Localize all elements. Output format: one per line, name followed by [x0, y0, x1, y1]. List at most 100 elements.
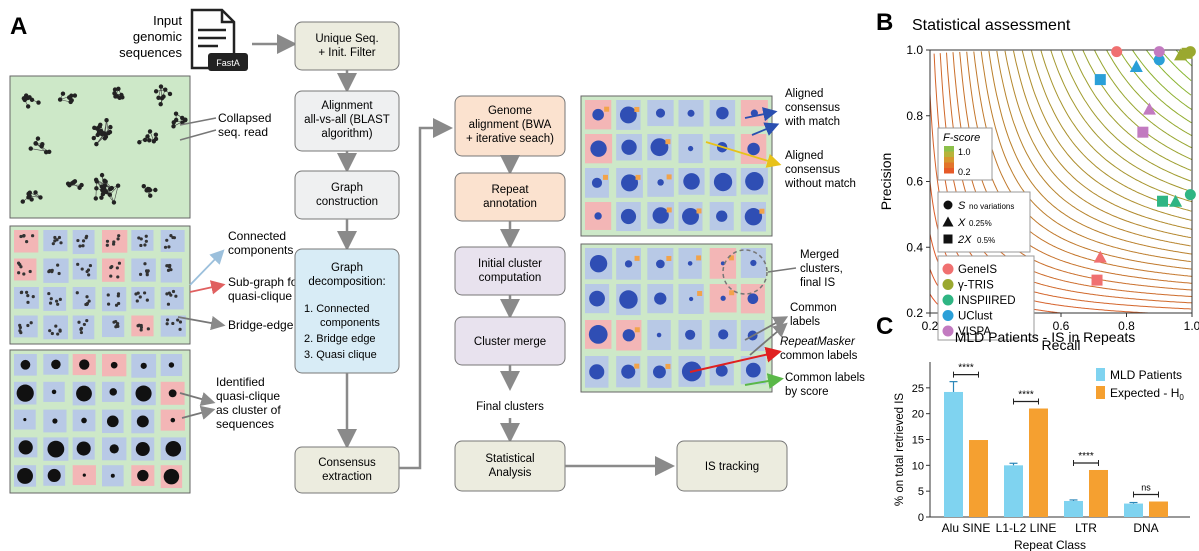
bar — [1124, 503, 1143, 517]
graph-node — [117, 261, 122, 265]
graph-node — [59, 241, 63, 245]
c-y-tick-label: 25 — [912, 383, 924, 395]
cluster-blob — [163, 468, 180, 485]
graph-node — [50, 331, 54, 336]
svg-text:Identified: Identified — [216, 375, 265, 389]
graph-node — [54, 324, 58, 328]
svg-text:without match: without match — [784, 178, 856, 190]
annotation-score: Common labels by score — [744, 372, 865, 398]
graph-node — [29, 197, 34, 202]
graph-node — [56, 302, 60, 306]
graph-node — [163, 87, 168, 92]
graph-node — [169, 268, 173, 272]
legend-swatch — [942, 294, 954, 306]
marker-square — [1157, 195, 1169, 207]
svg-text:as cluster of: as cluster of — [216, 403, 281, 417]
svg-text:with match: with match — [784, 116, 840, 128]
chart-c-title: MLD Patients - IS in Repeats — [955, 329, 1136, 345]
marker-square — [1094, 74, 1106, 86]
svg-text:Analysis: Analysis — [489, 467, 532, 479]
fscore-curve — [1094, 50, 1192, 149]
svg-text:consensus: consensus — [785, 164, 840, 176]
graph-node — [108, 186, 113, 192]
bar — [1064, 500, 1083, 517]
consensus-blob — [716, 106, 729, 120]
consensus-blob — [713, 172, 733, 192]
graph-node — [84, 302, 88, 307]
fscore-curve — [1132, 50, 1192, 110]
graph-node — [147, 138, 152, 143]
graph-edge — [105, 181, 115, 203]
marker-circle — [1111, 46, 1123, 58]
graph-node — [174, 294, 178, 298]
svg-text:algorithm): algorithm) — [321, 128, 372, 140]
consensus-blob — [655, 108, 666, 118]
annotation-aligned-nomatch: Aligned consensus without match — [705, 141, 856, 190]
label-marker — [696, 255, 702, 261]
svg-text:Collapsed: Collapsed — [218, 111, 271, 125]
graph-node — [82, 322, 86, 327]
consensus-blob — [687, 145, 694, 152]
sig-label: **** — [1018, 390, 1034, 401]
graph-node — [25, 290, 29, 294]
graph-node — [178, 320, 183, 324]
consensus-blob — [621, 174, 639, 192]
graph-node — [28, 269, 32, 274]
graph-node — [66, 95, 72, 100]
graph-node — [48, 329, 52, 333]
svg-text:seq. read: seq. read — [218, 125, 268, 139]
graph-node — [57, 271, 61, 276]
graph-node — [79, 330, 83, 335]
graph-node — [171, 124, 176, 129]
statistical-analysis-box: Statistical Analysis — [454, 440, 566, 492]
fscore-curve — [1013, 50, 1192, 230]
cluster-blob — [17, 468, 33, 484]
graph-node — [55, 299, 59, 303]
graph-node — [134, 292, 138, 296]
fscore-swatch — [944, 146, 954, 152]
c-y-axis-label: % on total retrieved IS — [894, 393, 906, 506]
svg-text:+ iterative seach): + iterative seach) — [466, 133, 554, 145]
graph-node — [112, 91, 117, 96]
graph-node — [81, 244, 85, 248]
cluster-blob — [110, 473, 115, 478]
shape-legend-symbol: 2X — [957, 234, 972, 246]
marker-square — [1137, 126, 1149, 138]
cluster-box — [14, 258, 37, 281]
bar — [1004, 465, 1023, 517]
label-marker — [697, 290, 703, 296]
consensus-blob — [744, 208, 763, 226]
cluster-box — [131, 287, 155, 309]
graph-node — [176, 318, 180, 322]
graph-node — [153, 132, 159, 137]
cluster-blob — [76, 441, 91, 456]
cluster-blob — [170, 417, 176, 423]
svg-text:Common: Common — [790, 302, 837, 314]
consensus-blob — [590, 140, 607, 157]
cluster-blob — [106, 415, 119, 428]
fscore-high: 1.0 — [958, 147, 971, 157]
cluster-blob — [137, 469, 149, 482]
cluster-blob — [165, 440, 182, 457]
graph-node — [87, 273, 91, 277]
annotation-bridge: Bridge-edge — [177, 315, 294, 332]
svg-text:clusters,: clusters, — [800, 263, 843, 275]
graph-node — [27, 190, 32, 195]
consensus-blob — [683, 173, 700, 190]
svg-text:common labels: common labels — [780, 350, 858, 362]
label-marker — [666, 174, 672, 180]
graph-node — [31, 295, 35, 299]
chart-b-title: Statistical assessment — [912, 17, 1071, 34]
svg-text:Common labels: Common labels — [785, 372, 865, 384]
svg-text:Alignment: Alignment — [321, 100, 373, 112]
graph-node — [93, 196, 99, 201]
graph-node — [169, 293, 173, 297]
label-marker — [634, 106, 640, 112]
svg-text:all-vs-all (BLAST: all-vs-all (BLAST — [304, 114, 390, 126]
graph-node — [80, 267, 84, 271]
svg-text:Statistical: Statistical — [485, 453, 534, 465]
graph-node — [117, 234, 121, 238]
x-axis-label: Recall — [1042, 337, 1081, 353]
graph-node — [26, 323, 30, 328]
